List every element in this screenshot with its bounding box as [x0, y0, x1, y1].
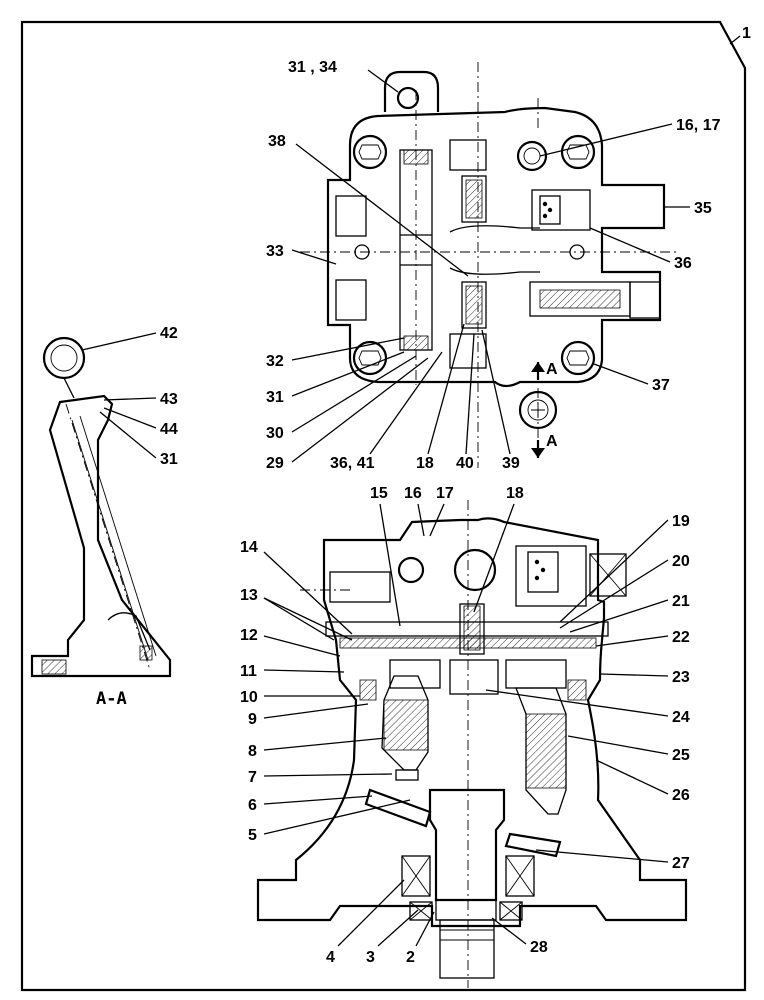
callout-7: 7 [248, 769, 257, 786]
drawing-frame [20, 20, 747, 992]
side-view-callouts: 15 16 17 18 19 14 20 13 21 12 22 11 23 1… [240, 485, 690, 966]
section-a-a-view: A-A [30, 336, 172, 709]
callout-35: 35 [694, 200, 712, 217]
frame-callout-leader [729, 35, 741, 45]
callout-26: 26 [672, 787, 690, 804]
callout-44: 44 [160, 421, 178, 438]
callout-8: 8 [248, 743, 257, 760]
callout-24: 24 [672, 709, 690, 726]
callout-36: 36 [674, 255, 692, 272]
callout-32: 32 [266, 353, 284, 370]
callout-36-41: 36, 41 [330, 455, 375, 472]
callout-30: 30 [266, 425, 284, 442]
callout-11: 11 [240, 663, 257, 680]
callout-15: 15 [370, 485, 388, 502]
callout-43: 43 [160, 391, 178, 408]
callout-12: 12 [240, 627, 258, 644]
callout-10: 10 [240, 689, 258, 706]
section-mark-bottom: A [546, 433, 558, 450]
top-view-callouts: 31 , 34 16, 17 38 35 33 36 32 37 31 30 2… [266, 59, 721, 472]
callout-17: 17 [436, 485, 454, 502]
callout-22: 22 [672, 629, 690, 646]
callout-3: 3 [366, 949, 375, 966]
callout-23: 23 [672, 669, 690, 686]
section-mark-top: A [546, 361, 558, 378]
callout-27: 27 [672, 855, 690, 872]
callout-37: 37 [652, 377, 670, 394]
section-callouts: 42 43 44 31 [81, 325, 178, 468]
callout-28: 28 [530, 939, 548, 956]
callout-6: 6 [248, 797, 257, 814]
callout-31-section: 31 [160, 451, 178, 468]
callout-18-top: 18 [416, 455, 434, 472]
callout-38: 38 [268, 133, 286, 150]
callout-9: 9 [248, 711, 257, 728]
callout-29: 29 [266, 455, 284, 472]
callout-16-17: 16, 17 [676, 117, 721, 134]
callout-21: 21 [672, 593, 690, 610]
callout-5: 5 [248, 827, 257, 844]
callout-20: 20 [672, 553, 690, 570]
callout-31-top: 31 [266, 389, 284, 406]
section-title: A-A [96, 689, 127, 709]
callout-31-34: 31 , 34 [288, 59, 337, 76]
callout-13: 13 [240, 587, 258, 604]
side-section-view [256, 500, 688, 988]
callout-42: 42 [160, 325, 178, 342]
callout-19: 19 [672, 513, 690, 530]
callout-16: 16 [404, 485, 422, 502]
callout-25: 25 [672, 747, 690, 764]
callout-4: 4 [326, 949, 335, 966]
top-view-valve-block: A A [300, 62, 680, 468]
callout-18-side: 18 [506, 485, 524, 502]
callout-40: 40 [456, 455, 474, 472]
callout-33: 33 [266, 243, 284, 260]
callout-2: 2 [406, 949, 415, 966]
frame-callout-label: 1 [742, 25, 751, 42]
callout-14: 14 [240, 539, 258, 556]
callout-39: 39 [502, 455, 520, 472]
